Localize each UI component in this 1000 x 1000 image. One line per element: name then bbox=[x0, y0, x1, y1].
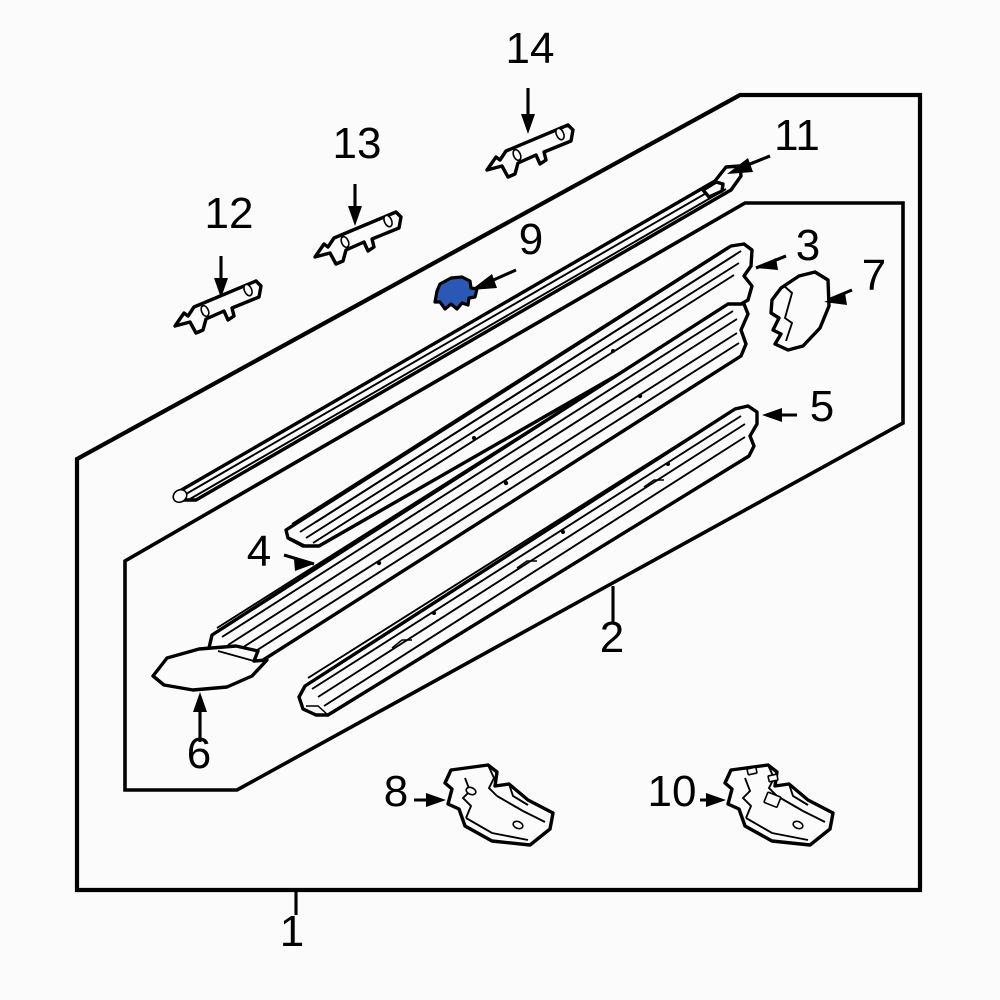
rear-end-cap bbox=[769, 270, 831, 352]
callout-label-8[interactable]: 8 bbox=[384, 767, 408, 816]
leader-5 bbox=[762, 408, 797, 422]
callout-label-13[interactable]: 13 bbox=[333, 119, 382, 168]
callout-label-3[interactable]: 3 bbox=[796, 221, 820, 270]
callout-label-9[interactable]: 9 bbox=[519, 215, 543, 264]
callout-label-4[interactable]: 4 bbox=[247, 527, 271, 576]
leader-6 bbox=[193, 692, 207, 742]
callout-label-1[interactable]: 1 bbox=[280, 907, 304, 956]
leader-4 bbox=[283, 553, 315, 571]
leader-8 bbox=[414, 793, 446, 807]
callout-label-6[interactable]: 6 bbox=[187, 729, 211, 778]
clip-bracket-14 bbox=[485, 123, 575, 179]
front-mounting-bracket bbox=[443, 763, 555, 847]
clip-bracket-12 bbox=[173, 279, 263, 335]
leader-12 bbox=[214, 256, 228, 298]
leader-14 bbox=[521, 88, 535, 134]
leader-7 bbox=[824, 288, 853, 305]
leader-10 bbox=[700, 793, 726, 807]
upper-step-pad-rail bbox=[284, 242, 754, 548]
clip-bracket-13 bbox=[313, 210, 403, 266]
callout-label-2[interactable]: 2 bbox=[600, 613, 624, 662]
rear-mounting-bracket bbox=[723, 763, 835, 847]
leader-3 bbox=[755, 254, 787, 270]
inner-assembly-frame bbox=[123, 201, 905, 792]
callout-label-5[interactable]: 5 bbox=[810, 382, 834, 431]
callout-label-10[interactable]: 10 bbox=[648, 767, 697, 816]
outer-step-trim-rail bbox=[297, 404, 759, 717]
retainer-clip-highlighted bbox=[433, 275, 479, 311]
callout-label-14[interactable]: 14 bbox=[506, 24, 555, 73]
leader-13 bbox=[348, 184, 362, 226]
callout-label-11[interactable]: 11 bbox=[774, 111, 820, 160]
callout-label-12[interactable]: 12 bbox=[205, 189, 254, 238]
long-molding-strip bbox=[172, 164, 743, 504]
leader-11 bbox=[727, 154, 771, 174]
outer-assembly-frame bbox=[74, 92, 923, 893]
callout-label-7[interactable]: 7 bbox=[862, 251, 886, 300]
front-end-cap bbox=[151, 644, 269, 692]
leader-9 bbox=[471, 268, 517, 290]
